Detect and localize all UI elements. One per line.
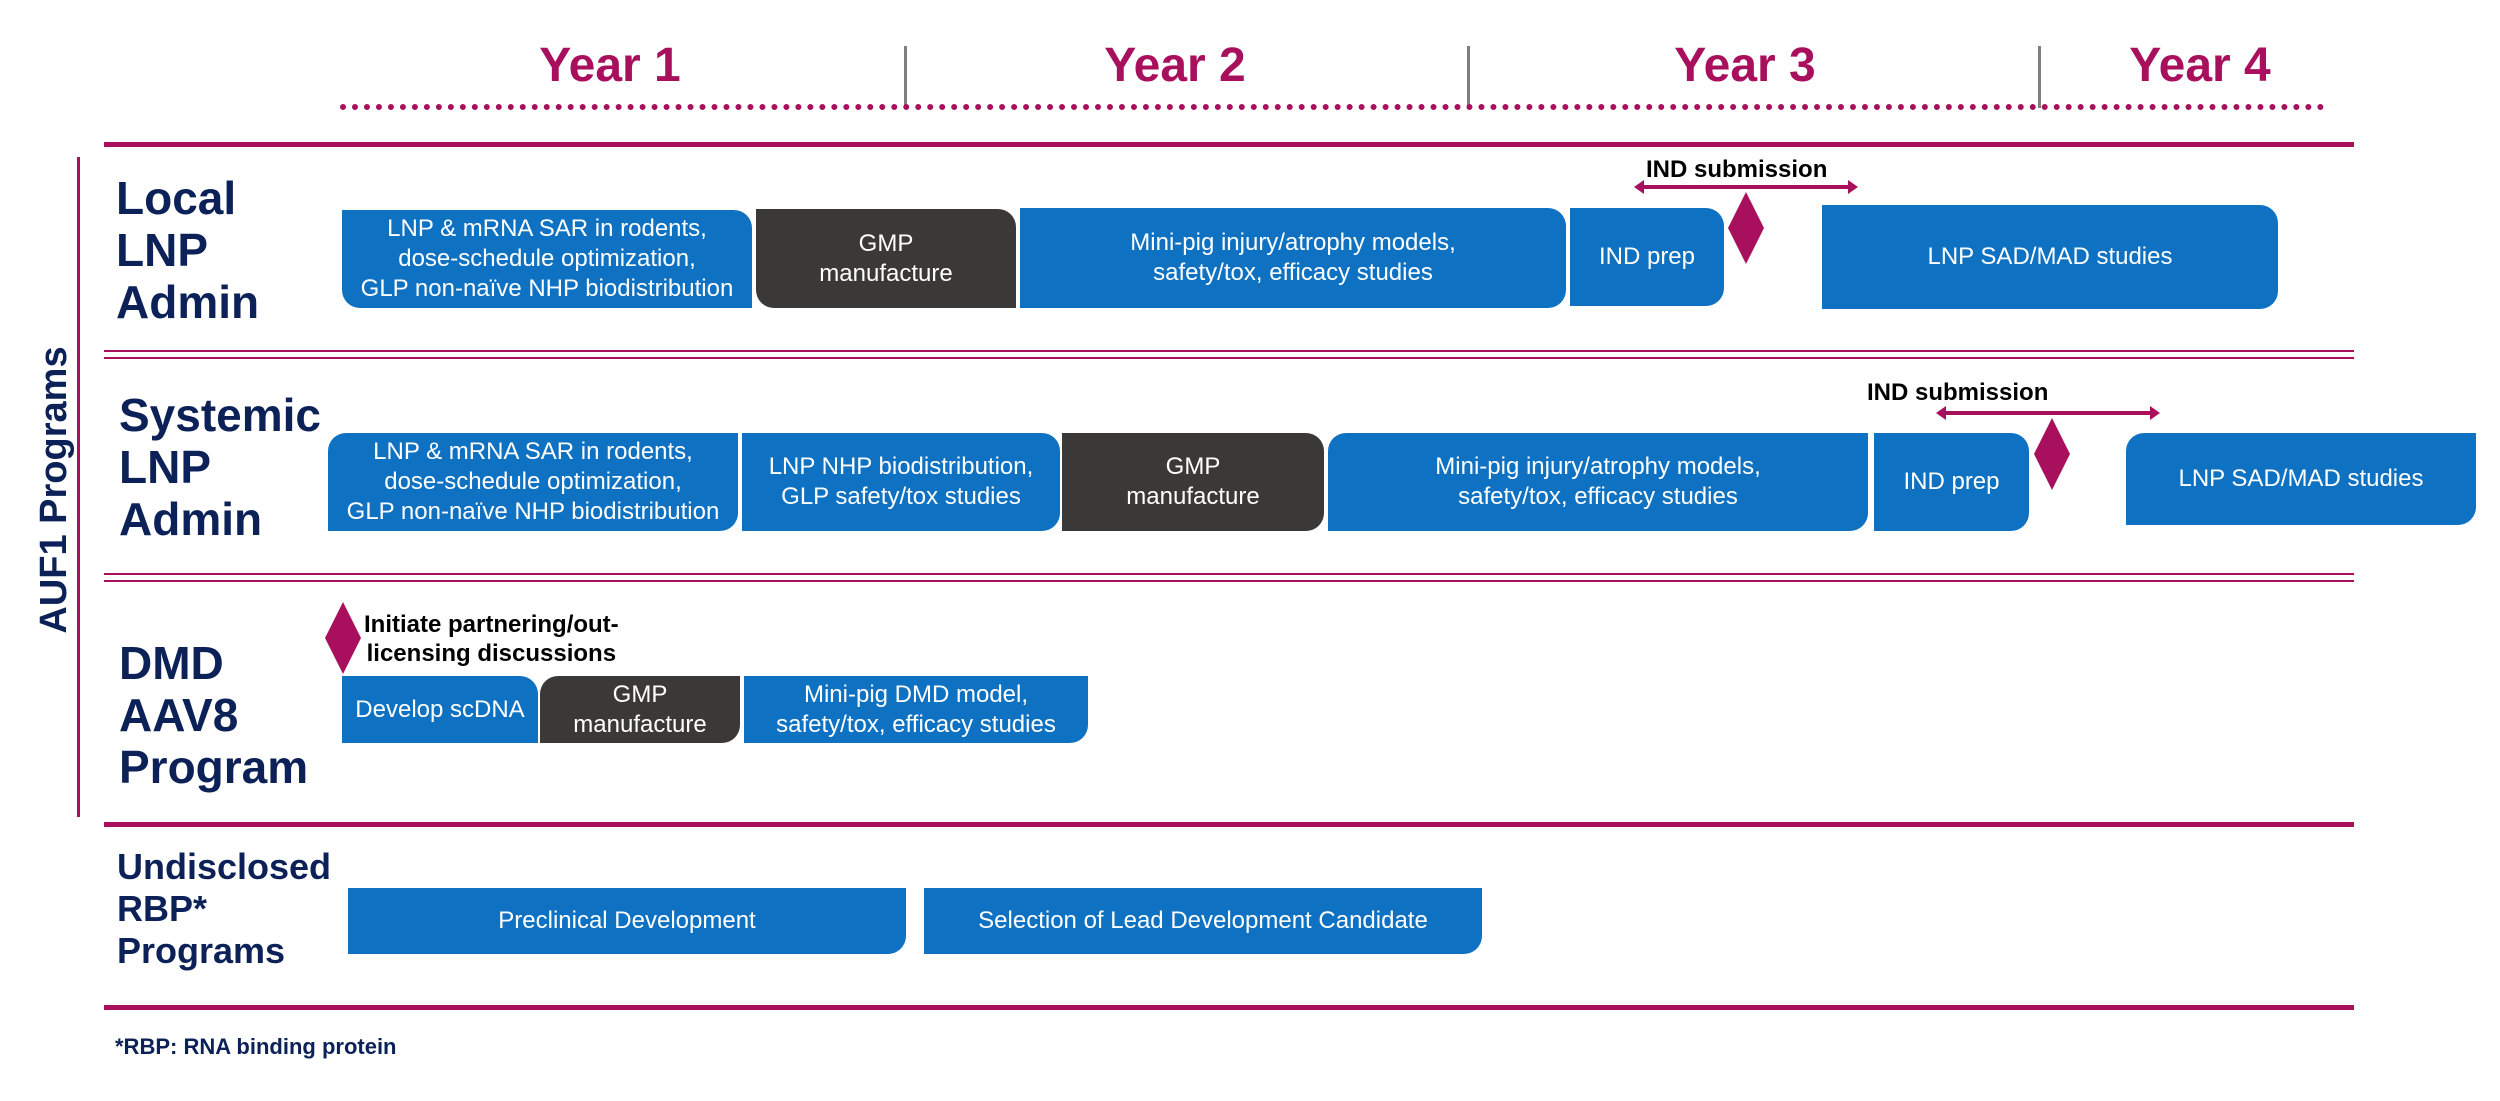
task-bar-line: IND prep — [1598, 243, 1696, 270]
task-bar: GMP manufacture — [540, 676, 740, 743]
year-3-label: Year 3 — [1674, 39, 1816, 92]
task-bar: LNP SAD/MAD studies — [2126, 433, 2476, 525]
task-bar-line: manufacture — [573, 710, 707, 738]
row-label-line: RBP* — [117, 888, 208, 929]
task-bar-line: Mini-pig injury/atrophy models, — [1435, 453, 1761, 480]
task-bar-line: dose-schedule optimization, — [384, 468, 682, 495]
task-bar-line: Mini-pig DMD model, — [803, 680, 1029, 708]
year-divider — [1467, 46, 1470, 108]
task-bar: GMP manufacture — [1062, 433, 1324, 531]
task-bar: Mini-pig injury/atrophy models, safety/t… — [1020, 208, 1566, 308]
side-bracket-line — [77, 157, 80, 817]
milestone-range-arrow — [1634, 180, 1858, 194]
milestone-diamond — [1728, 192, 1764, 264]
task-bar-line: safety/tox, efficacy studies — [776, 710, 1056, 738]
task-bar-line: GLP safety/tox studies — [781, 483, 1021, 510]
task-bar-line: GLP non-naïve NHP biodistribution — [346, 498, 720, 525]
separator-row2 — [104, 580, 2354, 582]
task-bar-line: LNP SAD/MAD studies — [1927, 243, 2173, 270]
row-label-line: LNP — [119, 441, 211, 493]
milestone-diamond — [325, 602, 361, 674]
milestone-label: Initiate partnering/out- licensing discu… — [364, 610, 619, 668]
task-bar: Preclinical Development — [348, 888, 906, 954]
row-label-line: DMD — [119, 637, 224, 689]
task-bar-line: LNP NHP biodistribution, — [768, 453, 1034, 480]
task-bar: LNP SAD/MAD studies — [1822, 205, 2278, 309]
separator-row1 — [104, 350, 2354, 352]
row-label-line: Programs — [117, 930, 286, 971]
row-label-line: AAV8 — [119, 689, 239, 741]
milestone-label: IND submission — [1646, 156, 1828, 183]
row-label-line: Admin — [119, 493, 263, 545]
task-bar-line: GLP non-naïve NHP biodistribution — [360, 275, 734, 302]
task-bar-line: safety/tox, efficacy studies — [1153, 259, 1433, 286]
task-bar-line: Mini-pig injury/atrophy models, — [1130, 229, 1456, 256]
separator-row1 — [104, 357, 2354, 359]
row-label-line: Program — [119, 741, 309, 793]
row-label-local-lnp: Local LNP Admin — [116, 172, 259, 328]
task-bar: IND prep — [1874, 433, 2029, 531]
task-bar-line: GMP — [1165, 453, 1221, 480]
row-label-dmd-aav8: DMD AAV8 Program — [119, 637, 308, 793]
task-bar-line: LNP & mRNA SAR in rodents, — [387, 215, 707, 242]
side-label: AUF1 Programs — [33, 346, 75, 634]
task-bar-line: manufacture — [1126, 483, 1260, 510]
separator-row2 — [104, 573, 2354, 575]
task-bar: Selection of Lead Development Candidate — [924, 888, 1482, 954]
milestone-label-line: licensing discussions — [366, 640, 617, 667]
task-bar: IND prep — [1570, 208, 1724, 306]
task-bar: Mini-pig injury/atrophy models, safety/t… — [1328, 433, 1868, 531]
task-bar-line: GMP — [612, 680, 668, 708]
row-label-line: LNP — [116, 224, 208, 276]
separator-bottom — [104, 1005, 2354, 1010]
year-timeline-dotted — [340, 104, 2325, 110]
separator-top — [104, 142, 2354, 147]
milestone-label: IND submission — [1867, 379, 2049, 406]
task-bar-line: IND prep — [1903, 468, 2000, 495]
task-bar-line: Preclinical Development — [498, 907, 756, 934]
task-bar-line: GMP — [858, 229, 914, 257]
row-label-line: Undisclosed — [117, 846, 332, 887]
task-bar: GMP manufacture — [756, 209, 1016, 308]
year-1-label: Year 1 — [539, 39, 681, 92]
task-bar: LNP & mRNA SAR in rodents, dose-schedule… — [342, 210, 752, 308]
task-bar-line: Develop scDNA — [355, 695, 525, 723]
row-label-undisclosed-rbp: Undisclosed RBP* Programs — [117, 846, 331, 972]
task-bar-line: LNP & mRNA SAR in rodents, — [373, 438, 693, 465]
footnote: *RBP: RNA binding protein — [115, 1034, 397, 1059]
task-bar-line: dose-schedule optimization, — [398, 245, 696, 272]
row-label-line: Systemic — [119, 389, 322, 441]
task-bar: Mini-pig DMD model, safety/tox, efficacy… — [744, 676, 1088, 743]
task-bar: LNP NHP biodistribution, GLP safety/tox … — [742, 433, 1060, 531]
task-bar-line: LNP SAD/MAD studies — [2178, 465, 2424, 492]
row-label-systemic-lnp: Systemic LNP Admin — [119, 389, 321, 545]
separator-row3 — [104, 822, 2354, 827]
task-bar: LNP & mRNA SAR in rodents, dose-schedule… — [328, 433, 738, 531]
task-bar-line: manufacture — [819, 259, 953, 287]
row-label-line: Admin — [116, 276, 260, 328]
task-bar: Develop scDNA — [342, 676, 538, 743]
row-label-line: Local — [116, 172, 237, 224]
task-bar-line: safety/tox, efficacy studies — [1458, 483, 1738, 510]
year-divider — [904, 46, 907, 108]
year-2-label: Year 2 — [1104, 39, 1246, 92]
milestone-range-arrow — [1936, 406, 2160, 420]
milestone-label-line: Initiate partnering/out- — [364, 611, 619, 638]
year-divider — [2038, 46, 2041, 108]
year-4-label: Year 4 — [2129, 39, 2271, 92]
task-bar-line: Selection of Lead Development Candidate — [978, 907, 1428, 934]
milestone-diamond — [2034, 418, 2070, 490]
